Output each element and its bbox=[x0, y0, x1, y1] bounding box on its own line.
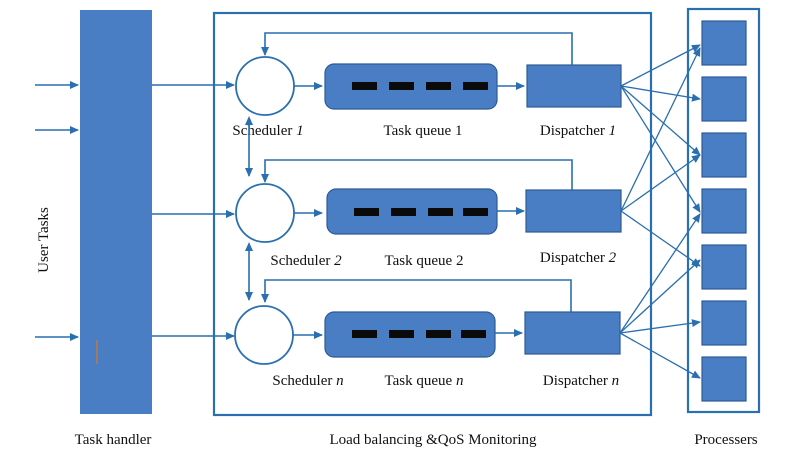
processor-box bbox=[701, 132, 747, 178]
dispatch-2-to-proc bbox=[620, 47, 701, 212]
dispatch-1-to-proc bbox=[620, 85, 701, 156]
task-handler-box bbox=[80, 10, 152, 414]
scheduler-n-label: Scheduler n bbox=[272, 373, 343, 389]
dispatcher-1-box bbox=[526, 64, 622, 108]
user-tasks-label: User Tasks bbox=[36, 207, 52, 273]
dispatch-2-to-proc bbox=[620, 210, 701, 267]
scheduler-1-circle bbox=[235, 56, 295, 116]
processor-box bbox=[701, 356, 747, 402]
task-queue-n-label: Task queue n bbox=[385, 373, 464, 389]
queue-2-slot bbox=[391, 208, 416, 216]
dispatcher-1-feedback bbox=[261, 32, 573, 65]
queue-n-slot bbox=[461, 330, 486, 338]
dispatch-1-to-proc bbox=[620, 85, 701, 102]
task-handler-label: Task handler bbox=[75, 432, 152, 448]
dispatcher-n-box bbox=[524, 311, 621, 355]
queue-n-slot bbox=[352, 330, 377, 338]
dispatch-1-to-proc bbox=[620, 85, 701, 213]
processor-box bbox=[701, 188, 747, 234]
processor-box bbox=[701, 20, 747, 66]
dispatcher-1-label: Dispatcher 1 bbox=[540, 123, 616, 139]
load-balancing-label: Load balancing &QoS Monitoring bbox=[329, 432, 537, 448]
scheduler-2-circle bbox=[235, 183, 295, 243]
processor-box bbox=[701, 300, 747, 346]
dispatch-n-to-proc bbox=[619, 332, 701, 379]
dispatcher-2-feedback bbox=[261, 159, 573, 190]
queue-n-slot bbox=[426, 330, 451, 338]
dispatcher-2-label: Dispatcher 2 bbox=[540, 250, 617, 266]
queue-1-slot bbox=[463, 82, 488, 90]
processers-label: Processers bbox=[694, 432, 757, 448]
dispatch-n-to-proc bbox=[619, 259, 701, 334]
task-queue-2-label: Task queue 2 bbox=[385, 253, 464, 269]
queue-1-slot bbox=[352, 82, 377, 90]
dispatch-n-to-proc bbox=[619, 319, 701, 334]
processor-box bbox=[701, 244, 747, 290]
dispatcher-n-label: Dispatcher n bbox=[543, 373, 619, 389]
queue-2-slot bbox=[463, 208, 488, 216]
dispatch-1-to-proc bbox=[620, 44, 701, 87]
dispatcher-n-feedback bbox=[261, 279, 572, 312]
queue-1-slot bbox=[389, 82, 414, 90]
dispatcher-2-box bbox=[525, 189, 622, 233]
queue-n-slot bbox=[389, 330, 414, 338]
task-queue-1-label: Task queue 1 bbox=[384, 123, 463, 139]
scheduler-1-label: Scheduler 1 bbox=[232, 123, 303, 139]
dispatch-2-to-proc bbox=[620, 154, 701, 212]
dispatch-n-to-proc bbox=[619, 213, 701, 334]
processers-frame bbox=[686, 7, 761, 414]
processor-box bbox=[701, 76, 747, 122]
queue-1-slot bbox=[426, 82, 451, 90]
queue-2-slot bbox=[428, 208, 453, 216]
queue-2-slot bbox=[354, 208, 379, 216]
scheduler-2-label: Scheduler 2 bbox=[270, 253, 342, 269]
scheduler-n-circle bbox=[234, 305, 294, 365]
